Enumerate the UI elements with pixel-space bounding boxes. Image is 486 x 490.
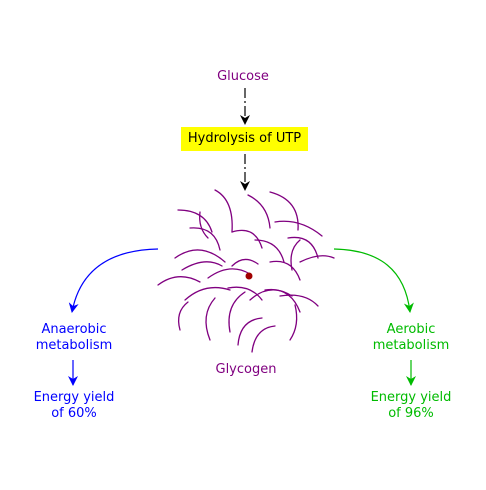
anaerobic-yield-line1: Energy yield <box>33 390 115 405</box>
glycogen-core-dot <box>245 272 253 280</box>
glycogen-label: Glycogen <box>215 362 277 377</box>
anaerobic-label-line1: Anaerobic <box>41 322 107 337</box>
anaerobic-label-line2: metabolism <box>35 338 113 353</box>
aerobic-yield-line2: of 96% <box>388 406 434 421</box>
aerobic-label-line2: metabolism <box>372 338 450 353</box>
aerobic-label-line1: Aerobic <box>386 322 436 337</box>
hydrolysis-label: Hydrolysis of UTP <box>187 131 302 146</box>
anaerobic-yield-line2: of 60% <box>51 406 97 421</box>
utp-highlight-box <box>181 127 308 151</box>
aerobic-yield-line1: Energy yield <box>370 390 452 405</box>
anaerobic-curve-arrow <box>68 248 159 313</box>
glucose-label: Glucose <box>217 69 269 84</box>
glycogen-structure <box>157 189 335 353</box>
aerobic-curve-arrow <box>333 248 414 313</box>
